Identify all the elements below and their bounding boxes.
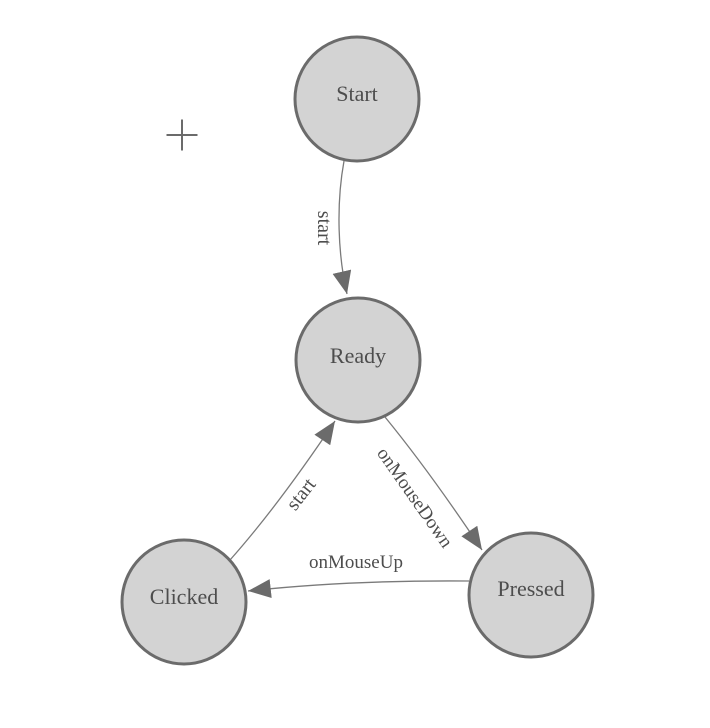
edge-clicked-to-ready[interactable]: start [229, 420, 336, 561]
state-circle-ready[interactable] [294, 296, 422, 424]
node-pressed[interactable]: Pressed [467, 531, 595, 659]
node-clicked[interactable]: Clicked [120, 538, 248, 666]
state-circle-clicked[interactable] [120, 538, 248, 666]
edge-path-pressed-to-clicked[interactable] [247, 579, 470, 598]
edge-pressed-to-clicked[interactable]: onMouseUp [247, 552, 470, 598]
crosshair-icon [166, 119, 198, 151]
edge-ready-to-pressed[interactable]: onMouseDown [372, 416, 483, 552]
node-start[interactable]: Start [293, 35, 421, 163]
state-circle-start[interactable] [293, 35, 421, 163]
edge-label-start-to-ready: start [313, 211, 335, 246]
node-label-start: Start [336, 81, 378, 106]
state-circle-pressed[interactable] [467, 531, 595, 659]
edge-path-ready-to-pressed[interactable] [384, 416, 483, 551]
edge-path-clicked-to-ready[interactable] [229, 420, 336, 561]
node-label-pressed: Pressed [497, 576, 564, 601]
edge-label-ready-to-pressed: onMouseDown [372, 444, 457, 552]
node-label-clicked: Clicked [150, 584, 218, 609]
edge-label-clicked-to-ready: start [282, 474, 321, 515]
node-label-ready: Ready [330, 343, 386, 368]
edge-label-pressed-to-clicked: onMouseUp [309, 552, 403, 573]
edge-path-start-to-ready[interactable] [332, 160, 352, 295]
node-ready[interactable]: Ready [294, 296, 422, 424]
edge-start-to-ready[interactable]: start [313, 160, 352, 295]
